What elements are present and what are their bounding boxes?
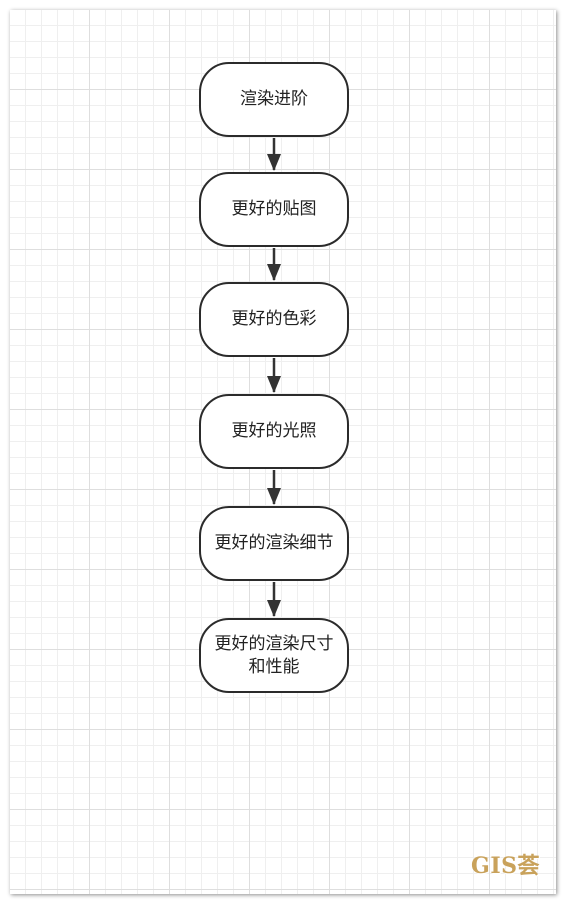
node-label: 更好的光照 <box>231 421 317 441</box>
flow-node[interactable]: 更好的光照 <box>199 394 349 469</box>
connector-arrow <box>267 582 281 617</box>
node-label: 渲染进阶 <box>240 89 308 109</box>
node-label: 更好的色彩 <box>231 309 317 329</box>
node-label: 更好的渲染细节 <box>214 533 334 553</box>
node-label: 更好的渲染尺寸和性能 <box>214 633 334 677</box>
flow-node[interactable]: 更好的贴图 <box>199 172 349 247</box>
connector-arrow <box>267 358 281 393</box>
flow-node[interactable]: 更好的色彩 <box>199 282 349 357</box>
flow-node[interactable]: 更好的渲染细节 <box>199 506 349 581</box>
watermark-logo: GIS荟 <box>471 853 540 879</box>
connector-arrow <box>267 138 281 171</box>
connector-arrow <box>267 248 281 281</box>
flow-node-end[interactable]: 更好的渲染尺寸和性能 <box>199 618 349 693</box>
node-label: 更好的贴图 <box>231 199 317 219</box>
flow-node-start[interactable]: 渲染进阶 <box>199 62 349 137</box>
connector-arrow <box>267 470 281 505</box>
